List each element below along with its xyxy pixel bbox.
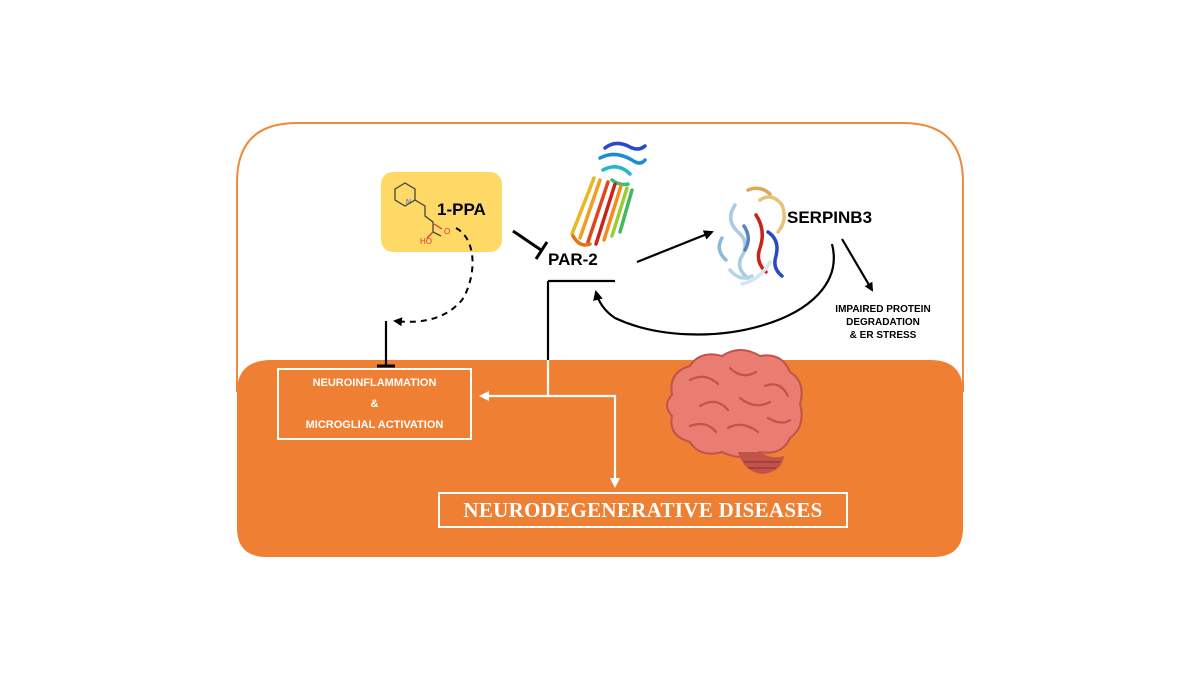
neuroinflammation-line-3: MICROGLIAL ACTIVATION: [305, 418, 444, 431]
molecule-hydroxyl: HO: [420, 237, 432, 246]
neuroinflammation-line-2: &: [370, 397, 379, 410]
compound-label: 1-PPA: [437, 200, 486, 219]
par2-structure-icon: [570, 141, 647, 247]
neuroinflammation-line-1: NEUROINFLAMMATION: [312, 376, 437, 389]
serpin-label: SERPINB3: [787, 208, 873, 227]
receptor-label: PAR-2: [548, 250, 598, 269]
neuroinflammation-box: NEUROINFLAMMATION & MICROGLIAL ACTIVATIO…: [277, 368, 472, 440]
inhibition-bar-par2: [534, 241, 549, 260]
outcome-line-1: IMPAIRED PROTEIN: [835, 304, 931, 315]
molecule-structure: [394, 182, 443, 239]
dashed-inhibition-ppa-neuroinflammation: [393, 227, 474, 327]
outcome-line-2: DEGRADATION: [846, 317, 920, 328]
arrow-par2-serpinb3: [636, 230, 714, 264]
brain-icon: [666, 349, 803, 474]
arrow-par2-neurodegenerative: [548, 394, 620, 488]
molecule-oxygen: O: [444, 227, 450, 236]
outcome-line-3: & ER STRESS: [849, 330, 917, 341]
neurodegenerative-diseases-box: NEURODEGENERATIVE DISEASES: [438, 492, 848, 528]
molecule-nitrogen: N: [406, 199, 411, 206]
outcome-label: IMPAIRED PROTEIN DEGRADATION & ER STRESS: [815, 303, 951, 342]
arrow-serpinb3-outcome: [841, 238, 874, 292]
compound-box: [381, 172, 502, 252]
inhibition-line-ppa-par2: [512, 229, 542, 252]
frame-outline: [236, 122, 964, 392]
feedback-arrow-serpinb3-par2: [593, 243, 835, 336]
serpinb3-structure-icon: [717, 186, 786, 286]
